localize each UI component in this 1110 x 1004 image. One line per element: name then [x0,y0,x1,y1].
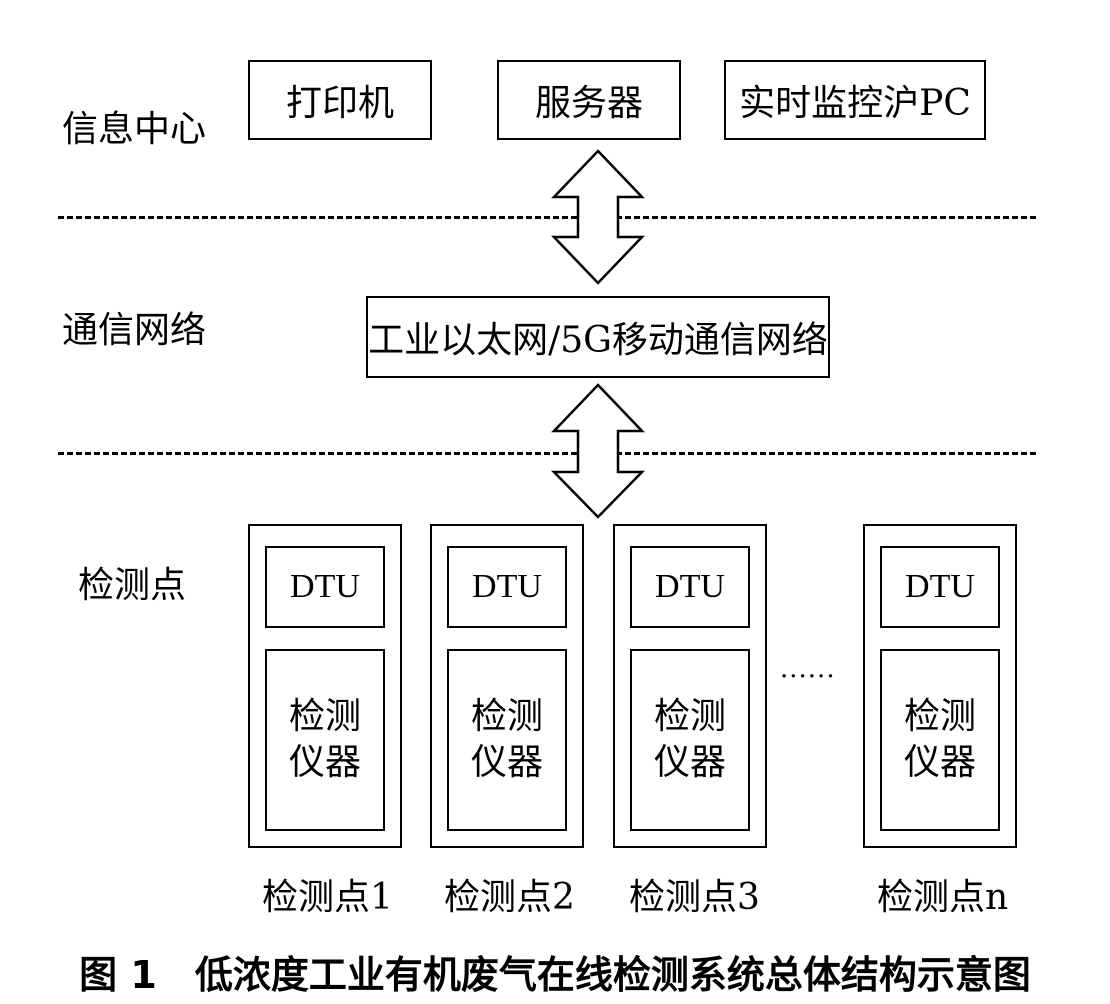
station-label-n: 检测点n [877,877,1009,918]
station-label-3: 检测点3 [629,877,760,918]
instrument-label-line1: 检测 [288,696,361,737]
network-label: 工业以太网/5G移动通信网络 [368,320,828,361]
instrument-label-line1: 检测 [470,696,543,737]
station-2: DTU 检测 仪器 [430,524,584,848]
figure-caption: 图 1 低浓度工业有机废气在线检测系统总体结构示意图 [79,953,1031,997]
double-arrow-icon-upper [551,149,645,285]
printer-box: 打印机 [248,60,432,140]
dtu-label: DTU [655,568,725,605]
station-label-1: 检测点1 [262,877,393,918]
server-box: 服务器 [497,60,681,140]
dtu-label: DTU [290,568,360,605]
monitor-pc-box: 实时监控沪PC [724,60,986,140]
instrument-label-line2: 仪器 [903,742,976,783]
dtu-label: DTU [472,568,542,605]
station-3: DTU 检测 仪器 [613,524,767,848]
instrument-label-line2: 仪器 [288,742,361,783]
dtu-box: DTU [265,546,385,628]
separator-line-top [58,216,1036,219]
instrument-box: 检测 仪器 [265,649,385,831]
layer-label-detection: 检测点 [78,565,187,606]
instrument-label-line1: 检测 [653,696,726,737]
printer-label: 打印机 [285,83,394,124]
monitor-pc-label: 实时监控沪PC [739,83,971,124]
dtu-box: DTU [447,546,567,628]
ellipsis: ······ [780,662,836,692]
dtu-label: DTU [905,568,975,605]
station-1: DTU 检测 仪器 [248,524,402,848]
dtu-box: DTU [880,546,1000,628]
station-label-2: 检测点2 [444,877,575,918]
instrument-box: 检测 仪器 [880,649,1000,831]
layer-label-info-center: 信息中心 [62,109,207,150]
station-n: DTU 检测 仪器 [863,524,1017,848]
instrument-label-line2: 仪器 [653,742,726,783]
instrument-box: 检测 仪器 [630,649,750,831]
separator-line-bottom [58,452,1036,455]
double-arrow-icon-lower [551,383,645,519]
server-label: 服务器 [534,83,643,124]
network-box: 工业以太网/5G移动通信网络 [366,296,830,378]
instrument-box: 检测 仪器 [447,649,567,831]
instrument-label-line1: 检测 [903,696,976,737]
dtu-box: DTU [630,546,750,628]
instrument-label-line2: 仪器 [470,742,543,783]
layer-label-network: 通信网络 [62,310,207,351]
